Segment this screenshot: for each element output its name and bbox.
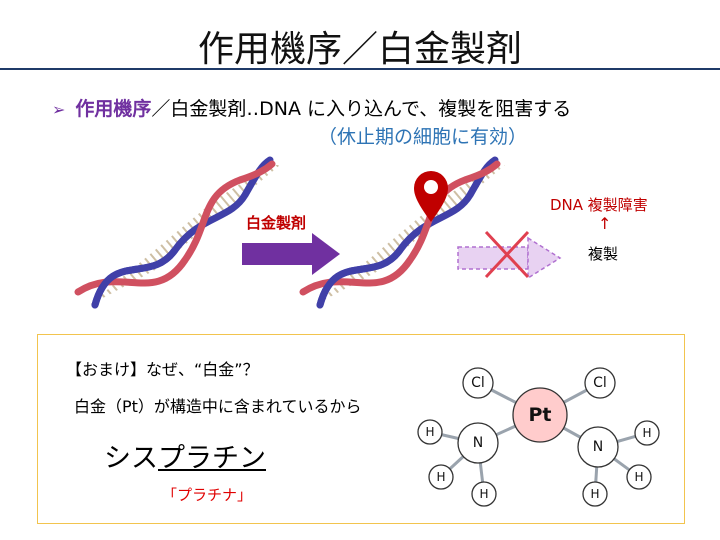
atom-h-label: H [634,470,643,484]
up-arrow-icon: ↑ [598,214,612,233]
platinum-action-arrow [242,233,340,275]
bullet-arrow-icon: ➢ [52,100,66,119]
drug-label: 白金製剤 [246,214,307,232]
atom-h-label: H [436,470,445,484]
atom-cl-right-label: Cl [593,375,607,391]
trivia-reason: 白金（Pt）が構造中に含まれているから [74,397,362,416]
atom-n-left-label: N [473,435,483,451]
atom-h-label: H [590,487,599,501]
bullet-subtext: （休止期の細胞に有効） [318,126,528,148]
dna-helix-left [74,156,280,309]
blocked-replication-arrow [457,230,562,280]
trivia-box [37,334,685,524]
atom-h-label: H [479,487,488,501]
bullet-line: ➢ 作用機序／白金製剤‥DNA に入り込んで、複製を阻害する [52,94,571,121]
dna-helix-right [299,156,505,309]
bullet-text: ／白金製剤‥DNA に入り込んで、複製を阻害する [151,98,572,120]
trivia-heading: 【おまけ】なぜ、“白金”？ [66,360,259,379]
platina-note: 「プラチナ」 [162,486,253,504]
atom-n-right-label: N [593,439,603,455]
atom-h-label: H [642,426,651,440]
location-pin-icon [414,171,448,222]
atom-pt-label: Pt [528,404,551,426]
cisplatin-atoms [417,367,660,507]
cisplatin-underlined: プラチン [158,443,266,474]
atom-h-label: H [425,425,434,439]
atom-cl-left-label: Cl [471,375,485,391]
title-divider [0,68,720,70]
cisplatin-name: シスプラチン [104,436,266,475]
replication-label: 複製 [588,245,619,263]
damage-label: DNA 複製障害 [550,196,648,214]
bullet-keyword: 作用機序 [75,98,152,120]
page-title: 作用機序／白金製剤 [197,29,522,70]
cisplatin-prefix: シス [104,443,158,474]
